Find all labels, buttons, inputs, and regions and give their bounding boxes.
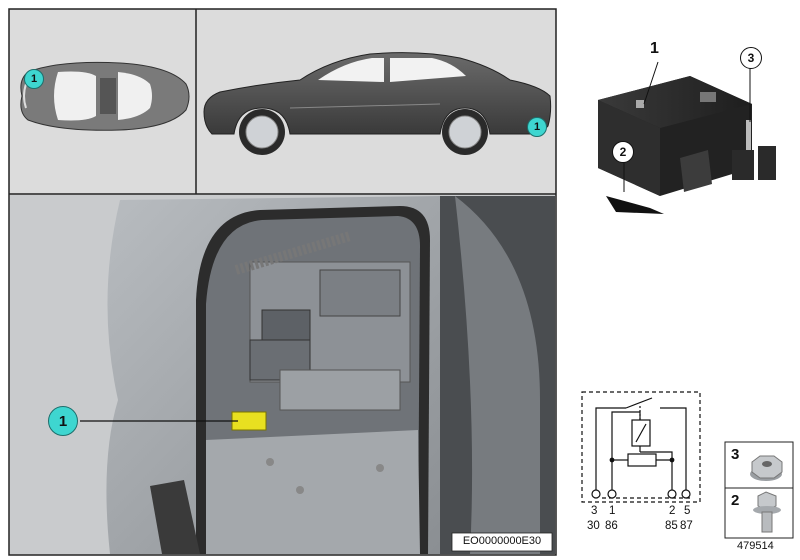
relay-part-label: 1 bbox=[650, 40, 659, 58]
terminal-number: 30 bbox=[587, 520, 600, 532]
callout-number: 1 bbox=[58, 412, 68, 430]
fastener-bolt-number: 2 bbox=[731, 492, 739, 509]
trunk-interior-view bbox=[10, 195, 555, 554]
pin-number: 1 bbox=[609, 505, 616, 517]
fastener-part-code: 479514 bbox=[737, 540, 774, 552]
relay-schematic bbox=[581, 391, 701, 503]
callout-bubble-trunk-view: 1 bbox=[48, 406, 78, 436]
callout-number: 1 bbox=[30, 73, 38, 85]
callout-bubble-side-view: 1 bbox=[527, 117, 547, 137]
part-number: 1 bbox=[650, 40, 659, 57]
image-code-text: EO0000000E30 bbox=[462, 535, 542, 547]
relay-stud-callout: 3 bbox=[740, 47, 762, 69]
terminal-number: 86 bbox=[605, 520, 618, 532]
terminal-number: 85 bbox=[665, 520, 678, 532]
relay-bracket-callout: 2 bbox=[612, 141, 634, 163]
part-number: 3 bbox=[747, 51, 755, 65]
schematic-pin-labels: 3 30 1 86 2 85 5 87 bbox=[584, 505, 704, 545]
terminal-number: 87 bbox=[680, 520, 693, 532]
part-number: 3 bbox=[731, 446, 740, 463]
callout-bubble-top-view: 1 bbox=[24, 69, 44, 89]
pin-number: 5 bbox=[684, 505, 691, 517]
fastener-legend-box bbox=[724, 441, 794, 539]
car-side-view bbox=[203, 52, 552, 155]
pin-number: 2 bbox=[669, 505, 676, 517]
pin-number: 3 bbox=[591, 505, 598, 517]
callout-number: 1 bbox=[533, 121, 541, 133]
fastener-nut-number: 3 bbox=[731, 446, 739, 463]
part-number: 2 bbox=[619, 145, 627, 159]
image-code-label: EO0000000E30 bbox=[452, 535, 552, 547]
car-top-view bbox=[20, 61, 190, 131]
part-code-text: 479514 bbox=[737, 540, 774, 552]
part-number: 2 bbox=[731, 492, 740, 509]
